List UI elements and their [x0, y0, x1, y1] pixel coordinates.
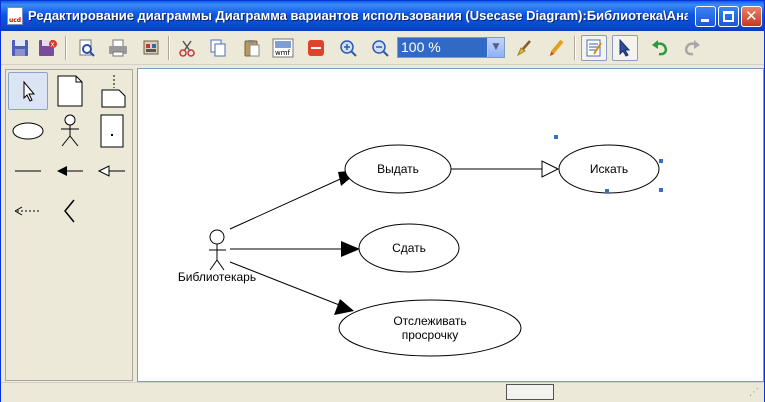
- zoom-value[interactable]: 100 %: [398, 38, 488, 57]
- selection-handles[interactable]: [554, 135, 663, 193]
- usecase-search[interactable]: Искать: [558, 144, 660, 194]
- minimize-button[interactable]: [695, 6, 716, 27]
- paste-icon[interactable]: [241, 37, 263, 59]
- properties-icon[interactable]: [581, 35, 607, 61]
- svg-text:x: x: [51, 41, 55, 49]
- usecase-track-overdue-label-line1: Отслеживать: [393, 314, 466, 328]
- zoom-in-icon[interactable]: [337, 37, 359, 59]
- toolbar-separator: [574, 36, 576, 60]
- cut-icon[interactable]: [176, 37, 198, 59]
- maximize-button[interactable]: [718, 6, 739, 27]
- palette-dependency[interactable]: [8, 192, 48, 230]
- save-icon[interactable]: [9, 37, 31, 59]
- title-bar[interactable]: ucd Редактирование диаграммы Диаграмма в…: [1, 1, 764, 31]
- usecase-issue-label: Выдать: [377, 162, 419, 176]
- undo-icon[interactable]: [649, 37, 671, 59]
- usecase-return[interactable]: Сдать: [358, 223, 460, 273]
- palette-actor[interactable]: [50, 112, 90, 150]
- element-palette: [5, 69, 133, 381]
- wmf-label: wmf: [275, 49, 291, 57]
- page-setup-icon[interactable]: [140, 37, 162, 59]
- window-title: Редактирование диаграммы Диаграмма вариа…: [28, 8, 688, 23]
- usecase-track-overdue-label-line2: просрочку: [402, 328, 459, 342]
- resize-grip-icon[interactable]: ⋰: [749, 387, 759, 398]
- select-pointer-icon[interactable]: [612, 35, 638, 61]
- status-bar: ⋰: [1, 382, 764, 402]
- print-icon[interactable]: [107, 37, 129, 59]
- toolbar-separator: [168, 36, 170, 60]
- association-arrowhead: [334, 299, 354, 315]
- copy-icon[interactable]: [207, 37, 229, 59]
- pointer-icon: [23, 80, 36, 102]
- actor-label: Библиотекарь: [178, 270, 256, 284]
- palette-boundary[interactable]: [92, 112, 132, 150]
- usecase-issue[interactable]: Выдать: [344, 144, 452, 194]
- directed-association-icon: [57, 166, 83, 176]
- boundary-icon: [100, 114, 124, 148]
- usecase-diagram: Библиотекарь Выдать Искать Сдать: [178, 135, 663, 357]
- palette-note[interactable]: [50, 72, 90, 110]
- palette-extend[interactable]: [50, 192, 90, 230]
- generalization-arrowhead: [541, 160, 560, 178]
- palette-usecase[interactable]: [8, 112, 48, 150]
- association-icon: [15, 170, 41, 172]
- zoom-select[interactable]: 100 % ▼: [397, 37, 505, 58]
- palette-directed-association[interactable]: [50, 152, 90, 190]
- dependency-icon: [14, 206, 41, 216]
- export-wmf-icon[interactable]: wmf: [272, 37, 294, 59]
- palette-association[interactable]: [8, 152, 48, 190]
- delete-icon[interactable]: [305, 37, 327, 59]
- association-line[interactable]: [229, 170, 359, 230]
- toolbar-separator: [65, 36, 67, 60]
- redo-icon[interactable]: [681, 37, 703, 59]
- usecase-icon: [12, 122, 44, 140]
- pencil-icon[interactable]: [546, 37, 568, 59]
- save-close-icon[interactable]: x: [37, 37, 59, 59]
- close-icon: ✕: [745, 7, 758, 25]
- usecase-track-overdue[interactable]: Отслеживать просрочку: [338, 299, 522, 357]
- toolbar: x wmf: [1, 31, 764, 65]
- close-button[interactable]: ✕: [741, 6, 762, 27]
- brush-icon[interactable]: [513, 37, 535, 59]
- horizontal-scrollbar-thumb[interactable]: [506, 384, 554, 400]
- actor-icon: [61, 114, 79, 147]
- zoom-out-icon[interactable]: [369, 37, 391, 59]
- association-arrowhead: [341, 241, 360, 257]
- minimize-icon: [701, 19, 709, 22]
- usecase-search-label: Искать: [590, 162, 628, 176]
- diagram-canvas[interactable]: Библиотекарь Выдать Искать Сдать: [137, 68, 764, 382]
- palette-generalization[interactable]: [92, 152, 132, 190]
- actor-librarian[interactable]: [209, 229, 226, 271]
- note-anchor-icon: [101, 75, 126, 108]
- usecase-return-label: Сдать: [392, 241, 426, 255]
- app-icon: ucd: [7, 7, 23, 25]
- maximize-icon: [723, 11, 734, 22]
- extend-icon: [64, 199, 75, 223]
- generalization-icon: [97, 165, 125, 177]
- print-preview-icon[interactable]: [75, 37, 97, 59]
- note-icon: [57, 75, 83, 107]
- association-line[interactable]: [229, 261, 353, 311]
- palette-pointer[interactable]: [8, 72, 48, 110]
- chevron-down-icon[interactable]: ▼: [487, 38, 504, 57]
- palette-note-anchor[interactable]: [92, 72, 132, 110]
